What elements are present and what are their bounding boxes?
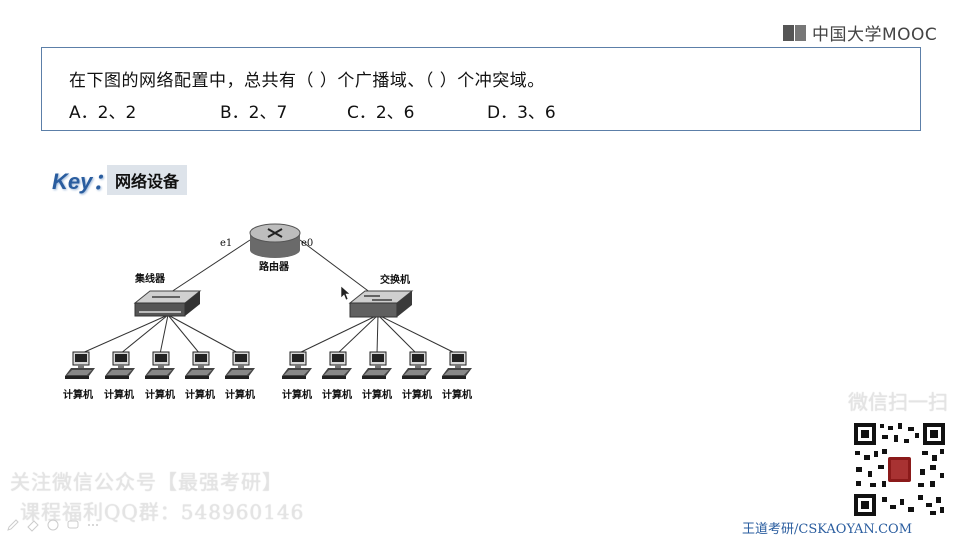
port-e1-label: e1 — [220, 238, 232, 249]
watermark-qq-group: 课程福利QQ群：548960146 — [20, 500, 305, 524]
chat-icon[interactable] — [66, 518, 80, 532]
computer-label: 计算机 — [402, 388, 432, 401]
computer-label: 计算机 — [225, 388, 255, 401]
question-text: 在下图的网络配置中，总共有（ ）个广播域、（ ）个冲突域。 — [69, 71, 545, 91]
watermark-scan: 微信扫一扫 — [848, 390, 948, 414]
highlighter-icon[interactable] — [46, 518, 60, 532]
mooc-logo: 中国大学MOOC — [782, 20, 937, 45]
links — [79, 239, 458, 355]
computer-label: 计算机 — [442, 388, 472, 401]
port-e0-label: e0 — [301, 238, 313, 249]
computer-label: 计算机 — [63, 388, 93, 401]
hub-computers — [64, 351, 256, 380]
qr-code-icon — [852, 421, 947, 518]
eraser-icon[interactable] — [26, 518, 40, 532]
switch-icon — [348, 290, 414, 318]
mooc-book-icon — [783, 24, 806, 41]
pen-icon[interactable] — [6, 518, 20, 532]
hub-icon — [133, 290, 202, 317]
switch-label: 交换机 — [380, 273, 410, 286]
key-tag: 网络设备 — [107, 165, 188, 195]
key-label: Key： — [52, 169, 115, 194]
computer-label: 计算机 — [104, 388, 134, 401]
computer-labels: 计算机 计算机 计算机 计算机 计算机 计算机 计算机 计算机 计算机 计算机 — [63, 388, 472, 401]
router-label: 路由器 — [259, 260, 290, 273]
watermark-wechat-account: 关注微信公众号【最强考研】 — [10, 470, 283, 494]
hub-label: 集线器 — [134, 272, 166, 285]
computer-label: 计算机 — [362, 388, 392, 401]
brand-name: 中国大学MOOC — [812, 25, 938, 45]
switch-computers — [281, 351, 473, 380]
computer-label: 计算机 — [282, 388, 312, 401]
annotation-toolbar — [6, 518, 100, 532]
router-icon — [249, 223, 301, 258]
option-a[interactable]: A．2、2 — [69, 103, 137, 123]
computer-label: 计算机 — [185, 388, 215, 401]
cursor-icon — [340, 285, 351, 301]
computer-label: 计算机 — [145, 388, 175, 401]
option-c[interactable]: C．2、6 — [347, 103, 415, 123]
footer-site: 王道考研/CSKAOYAN.COM — [742, 522, 913, 537]
option-b[interactable]: B．2、7 — [220, 103, 288, 123]
more-icon[interactable] — [86, 518, 100, 532]
option-d[interactable]: D．3、6 — [487, 103, 556, 123]
question-box: 在下图的网络配置中，总共有（ ）个广播域、（ ）个冲突域。 A．2、2 B．2、… — [41, 47, 921, 131]
computer-label: 计算机 — [322, 388, 352, 401]
